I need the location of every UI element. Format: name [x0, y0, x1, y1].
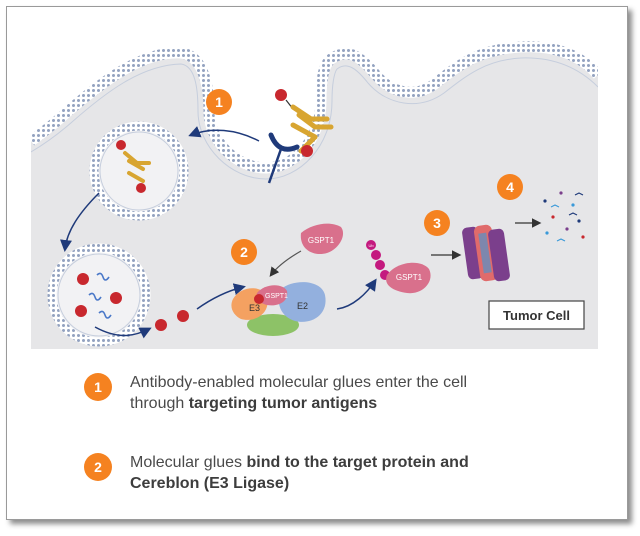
step-4-badge: 4 — [497, 174, 523, 200]
svg-text:3: 3 — [433, 215, 441, 231]
tumor-antigen-receptor — [267, 132, 313, 184]
gspt1-protein: GSPT1 — [300, 223, 344, 255]
proteasome — [462, 224, 510, 282]
degraded-peptides — [543, 191, 585, 242]
svg-text:4: 4 — [506, 179, 514, 195]
svg-text:E2: E2 — [297, 301, 308, 311]
tumor-cell-label: Tumor Cell — [488, 300, 585, 330]
legend-badge-1: 1 — [84, 373, 112, 401]
e3-ligase-complex: E3 E2 GSPT1 — [231, 282, 326, 336]
mechanism-diagram: 1 2 GSPT1 — [31, 23, 598, 349]
svg-text:Ub: Ub — [368, 243, 374, 248]
svg-text:GSPT1: GSPT1 — [308, 236, 335, 245]
legend-badge-2: 2 — [84, 453, 112, 481]
svg-text:Tumor Cell: Tumor Cell — [503, 308, 570, 323]
molecular-glue — [155, 319, 167, 331]
legend-text-2: Molecular glues bind to the target prote… — [130, 454, 469, 492]
step-2-badge: 2 — [231, 239, 257, 265]
svg-text:GSPT1: GSPT1 — [396, 273, 423, 282]
svg-text:E3: E3 — [249, 303, 260, 313]
step-3-badge: 3 — [424, 210, 450, 236]
svg-text:GSPT1: GSPT1 — [265, 293, 288, 300]
step-1-badge: 1 — [206, 89, 232, 115]
lysosome — [47, 243, 151, 347]
ubiquitinated-gspt1: Ub GSPT1 — [366, 240, 431, 294]
legend-item-2: 2 Molecular glues bind to the target pro… — [84, 452, 469, 494]
molecular-glue — [177, 310, 189, 322]
legend-text-1: Antibody-enabled molecular glues enter t… — [130, 374, 468, 412]
svg-text:1: 1 — [215, 94, 223, 110]
legend-item-1: 1 Antibody-enabled molecular glues enter… — [84, 372, 467, 414]
early-endosome — [89, 121, 189, 221]
svg-text:2: 2 — [240, 244, 248, 260]
